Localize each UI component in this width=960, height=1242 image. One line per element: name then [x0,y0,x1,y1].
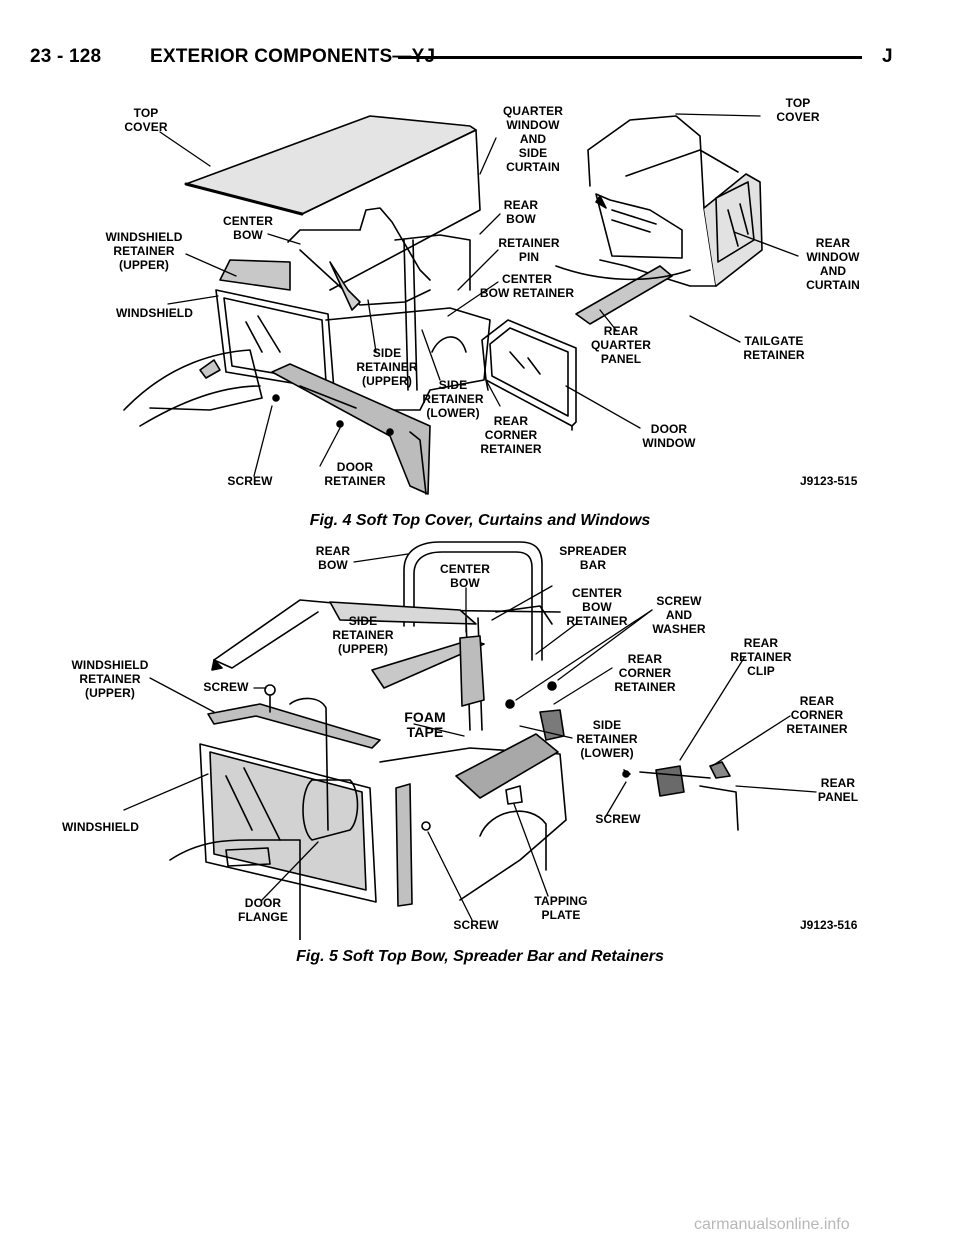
label-top-cover-right: TOP COVER [776,96,820,124]
label-top-cover-left: TOP COVER [124,106,168,134]
label-screw-and-washer: SCREW AND WASHER [652,594,706,636]
label-door-window: DOOR WINDOW [642,422,696,450]
windshield-drawing [215,259,335,391]
label-tapping-plate: TAPPING PLATE [534,894,588,922]
label-side-retainer-upper: SIDE RETAINER (UPPER) [332,614,394,656]
figure-5: REAR BOW CENTER BOW SPREADER BAR CENTER … [0,540,960,940]
windshield-retainer-drawing [207,684,381,749]
label-foam-tape: FOAM TAPE [404,709,446,740]
figure-5-illustration [123,541,817,940]
rear-bow-drawing [403,541,543,661]
page-header: 23 - 128 EXTERIOR COMPONENTS—YJ J [0,0,960,80]
label-side-retainer-upper: SIDE RETAINER (UPPER) [356,346,418,388]
page-number: 23 - 128 [30,46,102,67]
label-screw-top: SCREW [203,680,249,694]
label-windshield-retainer: WINDSHIELD RETAINER (UPPER) [71,658,149,700]
label-windshield: WINDSHIELD [62,820,139,834]
label-windshield-retainer: WINDSHIELD RETAINER (UPPER) [105,230,183,272]
label-rear-bow: REAR BOW [315,544,351,572]
bow-frame-drawing [287,207,471,391]
body-drawing [169,681,567,940]
label-tailgate-retainer: TAILGATE RETAINER [743,334,805,362]
door-retainer-drawing [271,363,431,495]
label-rear-panel: REAR PANEL [817,776,859,804]
label-windshield: WINDSHIELD [116,306,193,320]
model-letter: J [882,46,893,67]
hood-drawing [123,307,491,427]
figure-4-caption: Fig. 4 Soft Top Cover, Curtains and Wind… [309,512,651,529]
figure-5-caption: Fig. 5 Soft Top Bow, Spreader Bar and Re… [296,948,664,965]
label-rear-quarter-panel: REAR QUARTER PANEL [590,324,652,366]
label-screw: SCREW [227,474,273,488]
label-rear-corner-retainer-mid: REAR CORNER RETAINER [614,652,676,694]
section-title: EXTERIOR COMPONENTS—YJ [150,46,436,67]
figure-5-code: J9123-516 [800,918,858,932]
figure-4-illustration [123,113,799,495]
center-bow-drawing [211,599,561,731]
rear-retainer-clip-drawing [622,761,739,831]
figure-4: TOP COVER QUARTER WINDOW AND SIDE CURTAI… [0,90,960,500]
label-door-flange: DOOR FLANGE [238,896,288,924]
label-side-retainer-lower: SIDE RETAINER (LOWER) [422,378,484,420]
label-screw-bottom: SCREW [453,918,499,932]
label-screw-mid: SCREW [595,812,641,826]
label-quarter-window: QUARTER WINDOW AND SIDE CURTAIN [502,104,564,174]
label-center-bow-retainer: CENTER BOW RETAINER [566,586,628,628]
label-rear-window: REAR WINDOW AND CURTAIN [806,236,860,292]
figure-5-leaders [123,553,817,921]
windshield-drawing [199,697,377,903]
label-side-retainer-lower: SIDE RETAINER (LOWER) [576,718,638,760]
label-retainer-pin: RETAINER PIN [498,236,560,264]
label-rear-retainer-clip: REAR RETAINER CLIP [730,636,792,678]
label-center-bow: CENTER BOW [223,214,273,242]
label-rear-corner-retainer-right: REAR CORNER RETAINER [786,694,848,736]
header-rule [398,56,862,59]
label-center-bow-retainer: CENTER BOW RETAINER [479,272,575,300]
rear-assembly-drawing [555,115,763,325]
label-rear-corner-retainer: REAR CORNER RETAINER [480,414,542,456]
label-rear-bow: REAR BOW [503,198,539,226]
label-center-bow: CENTER BOW [440,562,490,590]
label-spreader-bar: SPREADER BAR [559,544,627,572]
figure-4-leaders [159,113,799,477]
site-watermark: carmanualsonline.info [694,1216,850,1233]
figure-4-code: J9123-515 [800,474,858,488]
label-door-retainer: DOOR RETAINER [324,460,386,488]
